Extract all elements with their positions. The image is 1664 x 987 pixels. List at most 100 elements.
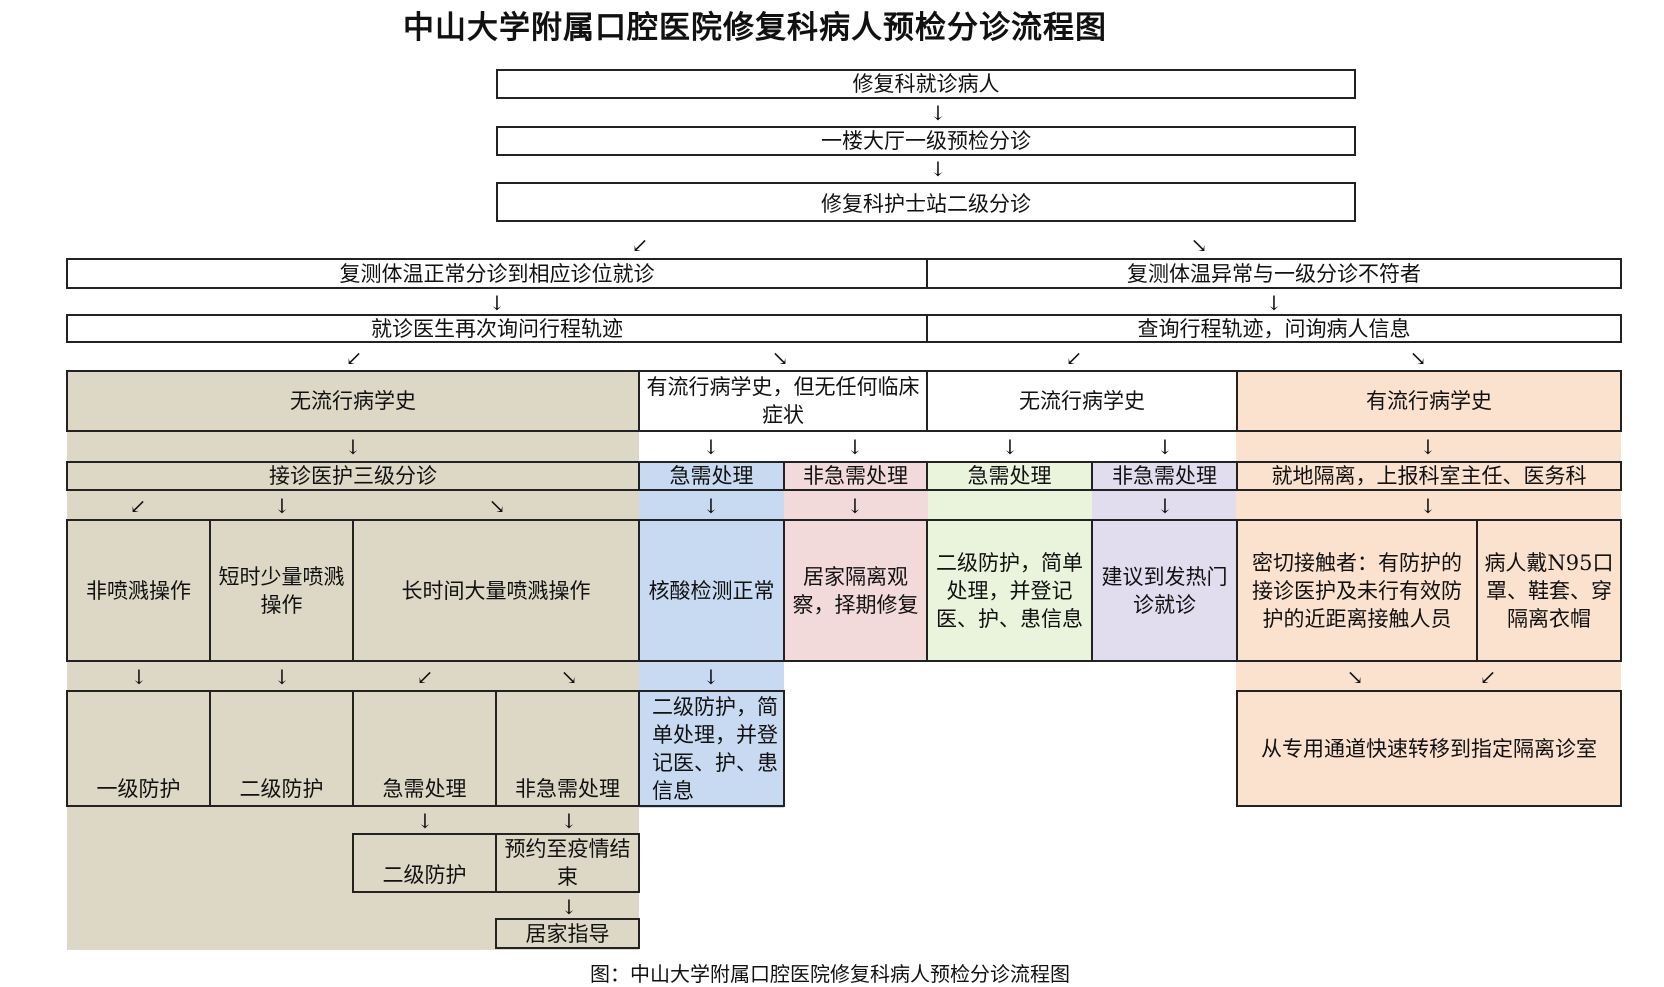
isolate-report-box: 就地隔离，上报科室主任、医务科 (1236, 461, 1622, 491)
arrow-down: ↓ (344, 435, 362, 459)
level2-b-box: 二级防护 (352, 833, 497, 893)
home-isolate-box: 居家隔离观察，择期修复 (783, 519, 928, 662)
history-no-symptom-box: 有流行病学史，但无任何临床症状 (638, 370, 928, 432)
op-long-splash-label: 长时间大量喷溅操作 (401, 578, 591, 603)
fever-clinic-label: 建议到发热门诊就诊 (1101, 564, 1228, 617)
left-no-history-label: 无流行病学史 (290, 389, 416, 413)
arrow-down: ↓ (1001, 435, 1019, 459)
arrow-down: ↓ (929, 101, 947, 125)
temp-normal-box: 复测体温正常分诊到相应诊位就诊 (66, 258, 928, 289)
ml-non-urgent-box: 非急需处理 (783, 461, 928, 491)
right-no-history-label: 无流行病学史 (1019, 389, 1145, 413)
arrow-down-left: ↙ (631, 233, 649, 257)
left-urgent-box: 急需处理 (352, 690, 497, 807)
level1-label: 一级防护 (96, 777, 181, 801)
step-visit-patient-label: 修复科就诊病人 (852, 72, 1000, 96)
query-track-box: 查询行程轨迹，问询病人信息 (926, 314, 1622, 343)
arrow-down: ↓ (702, 494, 720, 518)
level2-b-label: 二级防护 (382, 863, 467, 887)
arrow-down-right: ↘ (488, 494, 506, 518)
close-contact-label: 密切接触者：有防护的接诊医护及未行有效防护的近距离接触人员 (1252, 550, 1462, 631)
r-non-urgent-box: 非急需处理 (1091, 461, 1238, 491)
arrow-down: ↓ (130, 665, 148, 689)
arrow-down: ↓ (702, 435, 720, 459)
level1-box: 一级防护 (66, 690, 211, 807)
close-contact-box: 密切接触者：有防护的接诊医护及未行有效防护的近距离接触人员 (1236, 519, 1478, 662)
arrow-down-left: ↙ (345, 346, 363, 370)
arrow-down: ↓ (1156, 435, 1174, 459)
r-urgent-box: 急需处理 (926, 461, 1093, 491)
step-first-triage: 一楼大厅一级预检分诊 (496, 126, 1356, 156)
left-non-urgent-label: 非急需处理 (515, 777, 620, 801)
arrow-down-right: ↘ (560, 665, 578, 689)
ml-protect-box: 二级防护，简单处理，并登记医、护、患信息 (638, 690, 785, 807)
home-isolate-label: 居家隔离观察，择期修复 (792, 564, 919, 617)
arrow-down-left: ↙ (416, 665, 434, 689)
arrow-down-right: ↘ (1409, 346, 1427, 370)
history-no-symptom-label: 有流行病学史，但无任何临床症状 (646, 375, 920, 427)
appoint-label: 预约至疫情结束 (504, 837, 631, 889)
arrow-down: ↓ (1265, 291, 1283, 315)
has-history-label: 有流行病学史 (1366, 389, 1492, 413)
op-short-splash-box: 短时少量喷溅操作 (209, 519, 354, 662)
home-guide-label: 居家指导 (525, 921, 610, 946)
arrow-down: ↓ (846, 435, 864, 459)
temp-abnormal-box: 复测体温异常与一级分诊不符者 (926, 258, 1622, 289)
ml-non-urgent-label: 非急需处理 (803, 464, 908, 488)
figure-caption: 图：中山大学附属口腔医院修复科病人预检分诊流程图 (590, 962, 1070, 986)
doctor-ask-label: 就诊医生再次询问行程轨迹 (371, 316, 623, 341)
r-non-urgent-label: 非急需处理 (1112, 464, 1217, 488)
triage3-box: 接诊医护三级分诊 (66, 461, 640, 491)
step-first-triage-label: 一楼大厅一级预检分诊 (821, 129, 1031, 153)
has-history-box: 有流行病学史 (1236, 370, 1622, 432)
r-protect-box: 二级防护，简单处理，并登记医、护、患信息 (926, 519, 1093, 662)
arrow-down: ↓ (1156, 494, 1174, 518)
home-guide-box: 居家指导 (495, 918, 640, 949)
step-second-triage-label: 修复科护士站二级分诊 (821, 192, 1031, 216)
arrow-down-left: ↙ (1065, 346, 1083, 370)
left-urgent-label: 急需处理 (382, 777, 467, 801)
flowchart-title: 中山大学附属口腔医院修复科病人预检分诊流程图 (403, 10, 1107, 46)
r-urgent-label: 急需处理 (967, 464, 1052, 488)
left-no-history-box: 无流行病学史 (66, 370, 640, 432)
arrow-down: ↓ (273, 494, 291, 518)
arrow-down-left: ↙ (129, 494, 147, 518)
transfer-label: 从专用通道快速转移到指定隔离诊室 (1261, 736, 1597, 761)
arrow-down: ↓ (488, 291, 506, 315)
op-non-splash-label: 非喷溅操作 (86, 578, 191, 603)
arrow-down-right: ↘ (1346, 665, 1364, 689)
patient-wear-label: 病人戴N95口罩、鞋套、穿隔离衣帽 (1484, 550, 1614, 631)
arrow-down: ↓ (702, 665, 720, 689)
step-visit-patient: 修复科就诊病人 (496, 69, 1356, 99)
ml-urgent-label: 急需处理 (669, 464, 754, 488)
op-short-splash-label: 短时少量喷溅操作 (218, 564, 345, 617)
appoint-box: 预约至疫情结束 (495, 833, 640, 893)
arrow-down-right: ↘ (771, 346, 789, 370)
arrow-down: ↓ (560, 809, 578, 833)
temp-normal-label: 复测体温正常分诊到相应诊位就诊 (339, 261, 655, 286)
nat-normal-label: 核酸检测正常 (648, 578, 775, 603)
arrow-down: ↓ (846, 494, 864, 518)
arrow-down: ↓ (1419, 494, 1437, 518)
op-long-splash-box: 长时间大量喷溅操作 (352, 519, 640, 662)
op-non-splash-box: 非喷溅操作 (66, 519, 211, 662)
temp-abnormal-label: 复测体温异常与一级分诊不符者 (1127, 261, 1421, 286)
nat-normal-box: 核酸检测正常 (638, 519, 785, 662)
level2-label: 二级防护 (239, 777, 324, 801)
arrow-down: ↓ (273, 665, 291, 689)
transfer-box: 从专用通道快速转移到指定隔离诊室 (1236, 690, 1622, 807)
fever-clinic-box: 建议到发热门诊就诊 (1091, 519, 1238, 662)
query-track-label: 查询行程轨迹，问询病人信息 (1137, 316, 1411, 341)
left-non-urgent-box: 非急需处理 (495, 690, 640, 807)
arrow-down: ↓ (1419, 435, 1437, 459)
arrow-down: ↓ (929, 157, 947, 181)
arrow-down-left: ↙ (1479, 665, 1497, 689)
ml-protect-label: 二级防护，简单处理，并登记医、护、患信息 (652, 694, 778, 803)
right-no-history-box: 无流行病学史 (926, 370, 1238, 432)
triage3-label: 接诊医护三级分诊 (269, 464, 437, 488)
doctor-ask-box: 就诊医生再次询问行程轨迹 (66, 314, 928, 343)
step-second-triage: 修复科护士站二级分诊 (496, 182, 1356, 222)
ml-urgent-box: 急需处理 (638, 461, 785, 491)
arrow-down-right: ↘ (1190, 233, 1208, 257)
r-protect-label: 二级防护，简单处理，并登记医、护、患信息 (936, 550, 1083, 631)
